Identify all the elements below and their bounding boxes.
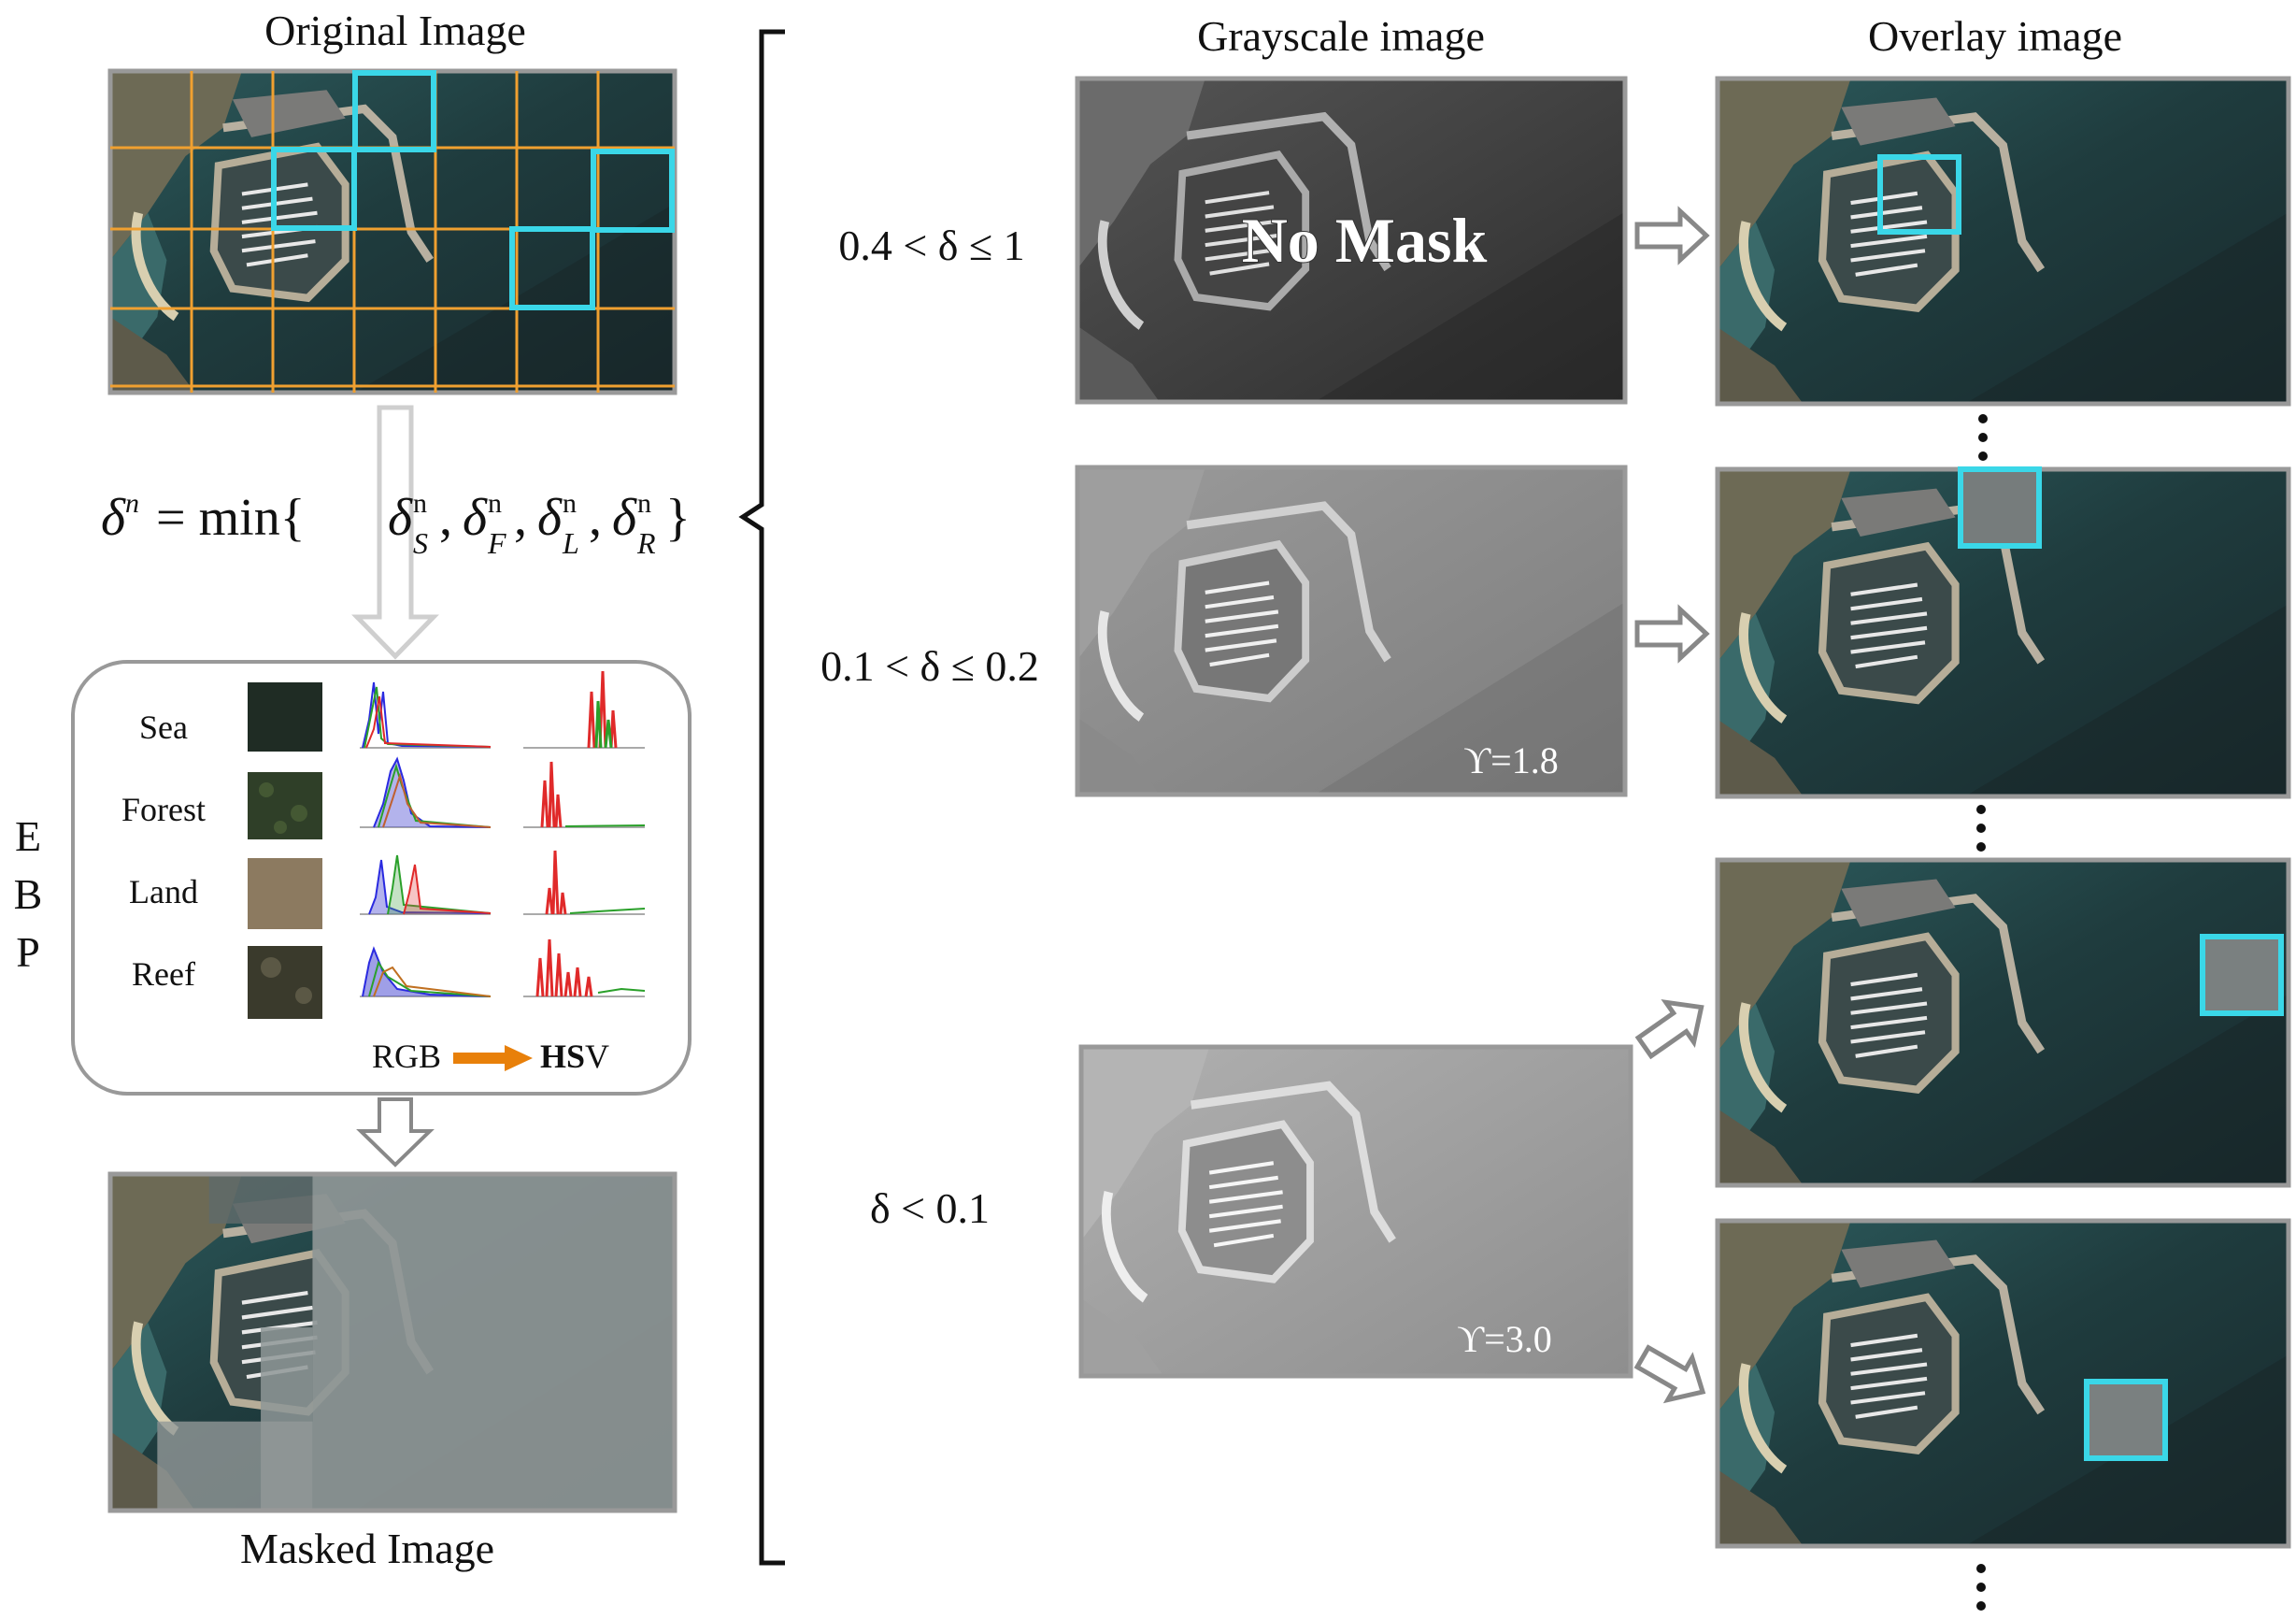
- gamma-label-2: ϒ=3.0: [1457, 1318, 1551, 1360]
- overlay-patch-3: [2200, 934, 2284, 1016]
- eq-close: }: [665, 489, 691, 547]
- eq-term-s: δ: [388, 489, 413, 547]
- overlay-patch-1: [1877, 154, 1961, 235]
- overlay-patch-2: [1958, 466, 2042, 549]
- no-mask-label: No Mask: [1242, 205, 1488, 276]
- grayscale-image-3: ϒ=3.0: [1078, 1044, 1633, 1379]
- down-arrow-2: [356, 1097, 435, 1168]
- brace: [738, 29, 785, 1566]
- selected-patches: [271, 70, 675, 310]
- condition-3: δ < 0.1: [870, 1184, 990, 1232]
- hsv-label: HSV: [540, 1038, 609, 1075]
- overlay-image-3: [1715, 857, 2291, 1188]
- svg-text:Forest: Forest: [121, 791, 206, 828]
- overlay-patch-4: [2084, 1379, 2168, 1461]
- eq-term-l-sub: L: [562, 526, 579, 560]
- ellipsis-3: [1976, 1564, 1986, 1611]
- svg-text:,: ,: [439, 489, 452, 547]
- overlay-image-2: [1715, 466, 2291, 799]
- svg-text:δn= min{: δn = min{: [101, 488, 306, 547]
- eq-lhs-sup: n: [125, 488, 139, 519]
- condition-1: 0.4 < δ ≤ 1: [838, 222, 1024, 269]
- original-image: [107, 68, 677, 395]
- reef-swatch: [248, 946, 322, 1019]
- svg-text:P: P: [16, 928, 40, 976]
- svg-text:Sea: Sea: [139, 709, 188, 746]
- overlay-image-4: [1715, 1218, 2291, 1549]
- eq-term-r-sup: n: [637, 488, 651, 519]
- ebp-box: Sea Forest Land Reef: [71, 660, 692, 1096]
- ebp-row-reef: Reef: [132, 946, 322, 1019]
- ebp-row-land: Land: [129, 858, 322, 929]
- eq-term-s-sub: S: [413, 526, 428, 560]
- svg-text:,: ,: [589, 489, 602, 547]
- masked-image-title: Masked Image: [240, 1525, 494, 1572]
- svg-text:Land: Land: [129, 873, 198, 910]
- arrow-to-overlay-2: [1637, 609, 1706, 658]
- ebp-row-sea: Sea: [139, 682, 322, 752]
- ebp-side-label: E B P: [14, 812, 43, 976]
- condition-2: 0.1 < δ ≤ 0.2: [820, 642, 1039, 690]
- down-arrow-1: [351, 405, 439, 660]
- delta-equation: δn= min{ δ S n , δ F n , δ L n , δ R n }: [101, 488, 691, 560]
- rgb-label: RGB: [372, 1038, 441, 1075]
- grayscale-image-2: ϒ=1.8: [1075, 465, 1628, 797]
- svg-text:B: B: [14, 870, 43, 918]
- eq-term-r: δ: [612, 489, 637, 547]
- eq-term-f: δ: [463, 489, 488, 547]
- svg-text:E: E: [15, 812, 41, 860]
- eq-term-s-sup: n: [413, 488, 427, 519]
- land-swatch: [248, 858, 322, 929]
- sea-swatch: [248, 682, 322, 752]
- arrow-to-overlay-3: [1631, 987, 1715, 1067]
- gamma-label-1: ϒ=1.8: [1463, 739, 1558, 781]
- arrow-to-overlay-4: [1631, 1336, 1715, 1412]
- eq-term-f-sub: F: [487, 526, 506, 560]
- masked-image: [107, 1171, 677, 1513]
- original-image-title: Original Image: [264, 7, 526, 54]
- eq-term-l: δ: [537, 489, 563, 547]
- eq-lhs: δ: [101, 489, 126, 547]
- rgb-to-hsv-arrow: [453, 1045, 533, 1071]
- eq-term-r-sub: R: [636, 526, 656, 560]
- overlay-image-1: [1715, 76, 2291, 407]
- svg-text:Reef: Reef: [132, 955, 195, 993]
- hsv-histograms: [523, 670, 646, 997]
- svg-text:,: ,: [514, 489, 527, 547]
- overlay-title: Overlay image: [1868, 12, 2122, 60]
- grayscale-image-1: No Mask: [1075, 76, 1628, 405]
- rgb-histograms: [360, 681, 492, 997]
- eq-term-l-sup: n: [563, 488, 577, 519]
- arrow-to-overlay-1: [1637, 211, 1706, 260]
- eq-min: = min{: [156, 489, 306, 547]
- eq-term-f-sup: n: [488, 488, 502, 519]
- ellipsis-1: [1978, 414, 1988, 461]
- grayscale-title: Grayscale image: [1197, 12, 1485, 60]
- ebp-row-forest: Forest: [121, 772, 322, 839]
- ellipsis-2: [1976, 805, 1986, 852]
